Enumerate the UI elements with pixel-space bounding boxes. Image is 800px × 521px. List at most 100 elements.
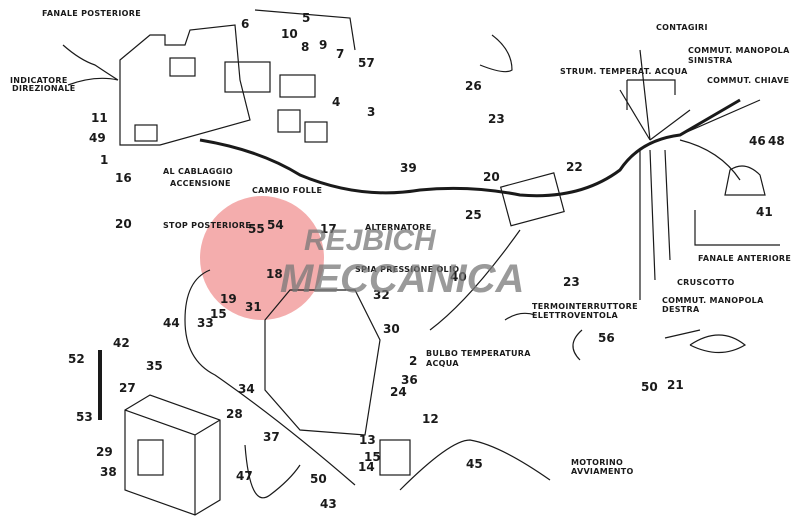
part-number-label: 14 bbox=[358, 460, 375, 474]
part-number-label: 32 bbox=[373, 288, 390, 302]
part-number-label: 41 bbox=[756, 205, 773, 219]
watermark-line-1: REJBICH bbox=[304, 224, 436, 257]
part-number-label: 31 bbox=[245, 300, 262, 314]
callout-text-label: SINISTRA bbox=[688, 56, 733, 65]
callout-text-label: ACQUA bbox=[426, 359, 459, 368]
part-number-label: 4 bbox=[332, 95, 341, 109]
part-number-label: 29 bbox=[96, 445, 113, 459]
tail-light-wires bbox=[62, 44, 119, 86]
part-number-label: 39 bbox=[400, 161, 417, 175]
part-number-label: 15 bbox=[210, 307, 227, 321]
part-number-label: 28 bbox=[226, 407, 243, 421]
harness-branches bbox=[619, 49, 761, 300]
part-number-label: 6 bbox=[241, 17, 250, 31]
part-number-label: 12 bbox=[422, 412, 439, 426]
part-number-label: 56 bbox=[598, 331, 615, 345]
battery bbox=[124, 394, 221, 516]
part-number-label: 22 bbox=[566, 160, 583, 174]
part-number-label: 3 bbox=[367, 105, 376, 119]
part-number-label: 27 bbox=[119, 381, 136, 395]
label-bracket-strum bbox=[626, 79, 676, 110]
part-number-label: 47 bbox=[236, 469, 253, 483]
callout-text-label: CRUSCOTTO bbox=[677, 278, 735, 287]
part-number-label: 38 bbox=[100, 465, 117, 479]
part-number-label: 50 bbox=[310, 472, 327, 486]
part-number-label: 20 bbox=[483, 170, 500, 184]
callout-text-label: AVVIAMENTO bbox=[571, 467, 634, 476]
clamp-56 bbox=[572, 329, 583, 361]
callout-text-label: CAMBIO FOLLE bbox=[252, 186, 323, 195]
battery-label-area bbox=[137, 439, 164, 476]
part-number-label: 42 bbox=[113, 336, 130, 350]
part-number-label: 2 bbox=[409, 354, 418, 368]
callout-text-label: COMMUT. MANOPOLA bbox=[688, 46, 790, 55]
part-number-label: 1 bbox=[100, 153, 109, 167]
callout-text-label: STRUM. TEMPERAT. ACQUA bbox=[560, 67, 688, 76]
part-number-label: 25 bbox=[465, 208, 482, 222]
callout-text-label: MOTORINO bbox=[571, 458, 624, 467]
starter-relay-13 bbox=[379, 439, 411, 476]
headlight-41 bbox=[724, 165, 766, 196]
part-number-label: 35 bbox=[146, 359, 163, 373]
part-number-label: 40 bbox=[450, 270, 467, 284]
part-number-label: 11 bbox=[91, 111, 108, 125]
callout-text-label: ACCENSIONE bbox=[170, 179, 231, 188]
part-number-label: 23 bbox=[488, 112, 505, 126]
regulator-22 bbox=[499, 172, 565, 227]
part-number-label: 49 bbox=[89, 131, 106, 145]
part-number-label: 57 bbox=[358, 56, 375, 70]
part-number-label: 23 bbox=[563, 275, 580, 289]
ground-cable-44 bbox=[184, 269, 356, 486]
rear-panel bbox=[119, 24, 251, 146]
callout-text-label: ELETTROVENTOLA bbox=[532, 311, 618, 320]
part-number-label: 44 bbox=[163, 316, 180, 330]
part-number-label: 26 bbox=[465, 79, 482, 93]
part-number-label: 33 bbox=[197, 316, 214, 330]
callout-text-label: BULBO TEMPERATURA bbox=[426, 349, 531, 358]
part-number-label: 16 bbox=[115, 171, 132, 185]
part-number-label: 8 bbox=[301, 40, 310, 54]
part-number-label: 18 bbox=[266, 267, 283, 281]
callout-text-label: INDICATORE bbox=[10, 76, 68, 85]
part-number-label: 55 bbox=[248, 222, 265, 236]
part-number-label: 20 bbox=[115, 217, 132, 231]
part-number-label: 7 bbox=[336, 47, 345, 61]
fuse-box bbox=[224, 61, 271, 93]
part-number-label: 21 bbox=[667, 378, 684, 392]
clamp-26 bbox=[479, 34, 513, 73]
cable-47 bbox=[244, 444, 301, 499]
part-number-label: 54 bbox=[267, 218, 284, 232]
part-number-label: 43 bbox=[320, 497, 337, 511]
callout-text-label: CONTAGIRI bbox=[656, 23, 708, 32]
label-bracket-5 bbox=[254, 9, 356, 51]
wire-termo bbox=[429, 229, 536, 331]
callout-text-label: ALTERNATORE bbox=[365, 223, 432, 232]
part-number-label: 52 bbox=[68, 352, 85, 366]
callout-text-label: TERMOINTERRUTTORE bbox=[532, 302, 638, 311]
callout-text-label: COMMUT. CHIAVE bbox=[707, 76, 790, 85]
relay-3 bbox=[304, 121, 328, 143]
part-number-label: 46 bbox=[749, 134, 766, 148]
part-number-label: 5 bbox=[302, 11, 311, 25]
part-number-label: 10 bbox=[281, 27, 298, 41]
part-number-label: 48 bbox=[768, 134, 785, 148]
callout-text-label: STOP POSTERIORE bbox=[163, 221, 252, 230]
connector-4 bbox=[277, 109, 301, 133]
part-number-label: 53 bbox=[76, 410, 93, 424]
part-number-label: 37 bbox=[263, 430, 280, 444]
part-number-label: 34 bbox=[238, 382, 255, 396]
part-number-label: 30 bbox=[383, 322, 400, 336]
callout-text-label: FANALE POSTERIORE bbox=[42, 9, 141, 18]
relay-top bbox=[169, 57, 196, 77]
relay-49 bbox=[134, 124, 158, 142]
part-number-label: 17 bbox=[320, 222, 337, 236]
label-bracket-fanale bbox=[694, 210, 780, 246]
part-number-label: 45 bbox=[466, 457, 483, 471]
cable-45 bbox=[399, 439, 551, 491]
callout-text-label: SPIA PRESSIONE OLIO bbox=[355, 265, 460, 274]
callout-text-label: FANALE ANTERIORE bbox=[698, 254, 792, 263]
part-number-label: 50 bbox=[641, 380, 658, 394]
part-number-label: 24 bbox=[390, 385, 407, 399]
